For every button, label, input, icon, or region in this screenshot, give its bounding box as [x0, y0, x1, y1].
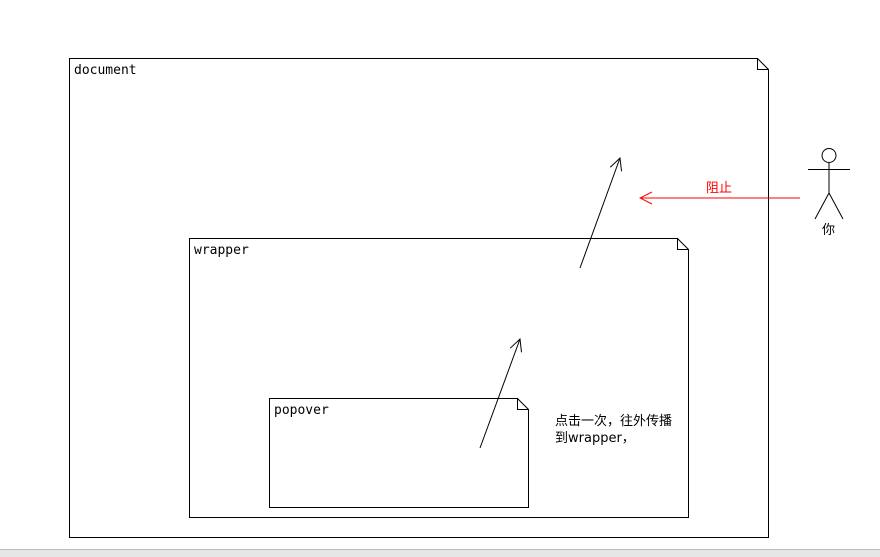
wrapper-label: wrapper — [194, 243, 249, 258]
propagation-note-line2: 到wrapper， — [555, 431, 635, 446]
popover-label: popover — [274, 403, 329, 418]
propagation-arrow-popover-to-wrapper — [479, 339, 520, 449]
document-label: document — [74, 63, 137, 78]
block-label: 阻止 — [706, 181, 733, 196]
propagation-note: 点击一次，往外传播 到wrapper， — [555, 413, 672, 447]
actor-label: 你 — [822, 223, 836, 238]
propagation-note-line1: 点击一次，往外传播 — [555, 414, 673, 429]
propagation-arrow-wrapper-to-document — [579, 158, 620, 269]
actor-figure — [808, 148, 850, 220]
bottom-scrollbar-strip — [0, 549, 880, 557]
popover-box — [269, 398, 529, 508]
